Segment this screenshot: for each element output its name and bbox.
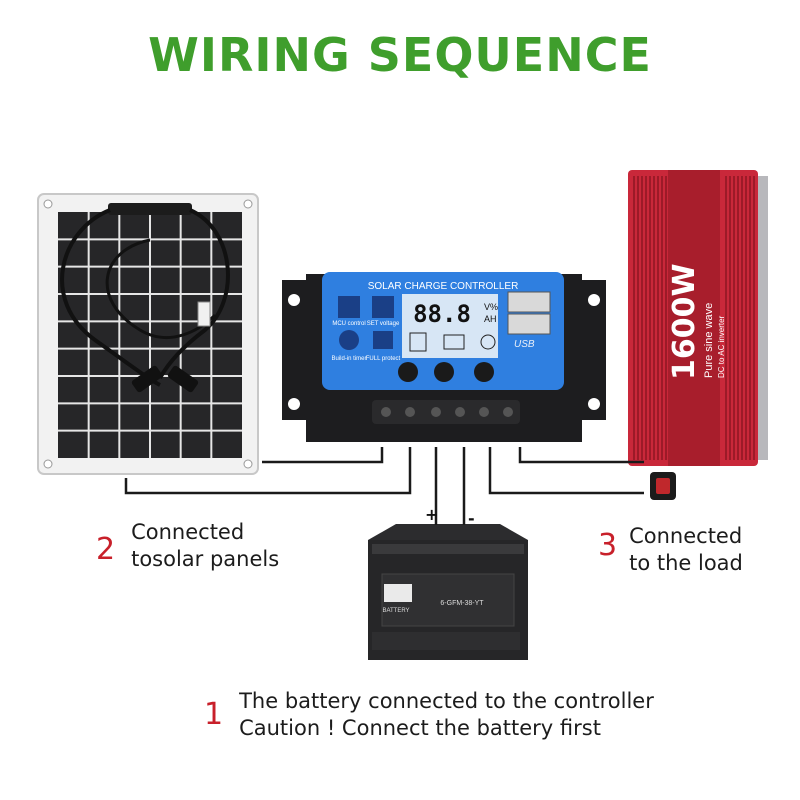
wires [124,447,644,525]
page-title: WIRING SEQUENCE [148,28,652,82]
svg-text:SET voltage: SET voltage [367,321,400,327]
junction-box [108,203,192,215]
step-2-line-1: Connected [131,520,245,544]
step-2: 2 Connected tosolar panels [96,519,279,573]
step-3: 3 Connected to the load [598,523,743,577]
svg-text:AH: AH [484,314,497,324]
gear-icon [372,296,394,318]
battery-logo [384,584,412,602]
bulb-icon [480,334,496,350]
step-1-line-1: The battery connected to the controller [239,689,654,713]
terminal-block [372,400,520,424]
battery-minus-label: - [468,509,475,528]
solar-panel [37,193,259,475]
step-3-line-2: to the load [629,551,743,575]
battery-model: 6-GFM-38-YT [440,600,484,607]
step-1-line-2: Caution ! Connect the battery first [239,716,601,740]
terminal-screw [431,407,441,417]
usb-port [507,291,551,313]
step-1: 1 The battery connected to the controlle… [204,688,654,742]
svg-text:Build-in timer: Build-in timer [331,356,366,362]
panel-cable [158,208,230,379]
inverter-power: 1600W [667,263,702,380]
terminal-screw [503,407,513,417]
battery: BATTERY 6-GFM-38-YT [368,524,528,660]
inverter-fins [633,176,755,460]
step-1-number: 1 [204,697,224,732]
mc4-connector [131,365,163,393]
terminal-screw [381,407,391,417]
inverter-subtitle: DC to AC inverter [717,315,726,378]
charge-controller: SOLAR CHARGE CONTROLLER MCU control SET … [282,272,606,442]
step-3-number: 3 [598,528,618,563]
mcu-icon [338,296,360,318]
svg-text:V%: V% [484,302,498,312]
battery-icon [443,334,465,350]
lcd-value: 88.8 [413,300,471,328]
step-1-text: The battery connected to the controller … [239,688,654,742]
clock-icon [339,330,359,350]
step-3-text: Connected to the load [629,523,743,577]
lcd-display [402,294,498,358]
step-3-line-1: Connected [629,524,743,548]
panel-icon [409,332,427,352]
controller-brand-label: SOLAR CHARGE CONTROLLER [368,281,519,292]
mc4-connector [167,365,199,393]
svg-text:FULL protect: FULL protect [366,356,401,362]
controller-button [474,362,494,382]
inverter: 1600W Pure sine wave DC to AC inverter [628,170,768,500]
step-2-text: Connected tosolar panels [131,519,279,573]
usb-port [507,313,551,335]
svg-text:MCU control: MCU control [332,321,365,327]
cable-label-tag [197,301,211,327]
step-2-number: 2 [96,532,116,567]
lock-icon [373,331,393,349]
inverter-wave: Pure sine wave [703,303,715,378]
usb-label: USB [514,339,535,350]
step-2-line-2: tosolar panels [131,547,280,571]
controller-button [434,362,454,382]
controller-button [398,362,418,382]
battery-plus-label: + [425,505,438,524]
terminal-screw [479,407,489,417]
svg-text:BATTERY: BATTERY [382,608,409,614]
panel-cable [105,238,217,340]
terminal-screw [455,407,465,417]
terminal-screw [405,407,415,417]
